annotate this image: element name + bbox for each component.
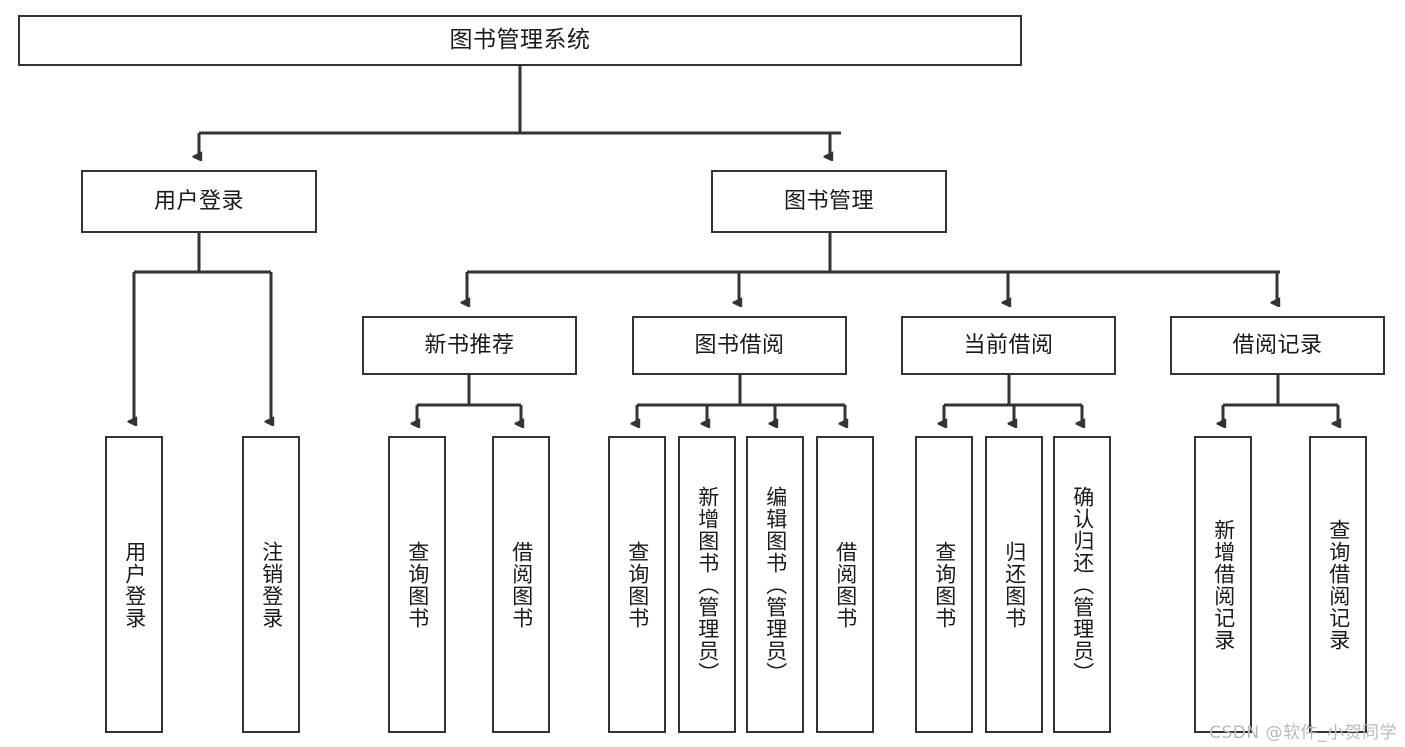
node-label: 图书管理系统 — [449, 26, 591, 53]
node-label: 新增借阅记录 — [1211, 518, 1236, 651]
node-label: 归还图书 — [1002, 540, 1027, 629]
node-label: 查询图书 — [405, 540, 430, 629]
node-book-management[interactable]: 图书管理 — [711, 170, 947, 233]
node-label: 查询图书 — [932, 540, 957, 629]
node-book-management-system[interactable]: 图书管理系统 — [18, 15, 1022, 66]
node-label: 新书推荐 — [424, 332, 515, 358]
node-label: 当前借阅 — [963, 332, 1054, 358]
node-label: 查询图书 — [625, 540, 650, 629]
node-label: 借阅记录 — [1232, 332, 1323, 358]
node-label: 图书借阅 — [694, 332, 785, 358]
node-label: 用户登录 — [122, 540, 147, 629]
node-label: 确认归还（管理员） — [1070, 485, 1095, 684]
node-leaf-query-book-1[interactable]: 查询图书 — [388, 436, 446, 733]
node-borrowing-record[interactable]: 借阅记录 — [1170, 316, 1385, 375]
watermark-text: CSDN @软件_小贺同学 — [1209, 723, 1397, 743]
node-leaf-query-book-3[interactable]: 查询图书 — [915, 436, 973, 733]
node-user-login[interactable]: 用户登录 — [81, 170, 317, 233]
node-leaf-return-book[interactable]: 归还图书 — [985, 436, 1043, 733]
node-current-borrowing[interactable]: 当前借阅 — [901, 316, 1116, 375]
node-label: 新增图书（管理员） — [695, 485, 720, 684]
node-leaf-add-record[interactable]: 新增借阅记录 — [1194, 436, 1252, 733]
node-label: 用户登录 — [153, 188, 244, 214]
node-label: 查询借阅记录 — [1326, 518, 1351, 651]
node-new-book-recommendation[interactable]: 新书推荐 — [362, 316, 577, 375]
node-leaf-logout[interactable]: 注销登录 — [242, 436, 300, 733]
node-label: 编辑图书（管理员） — [763, 485, 788, 684]
node-leaf-confirm-return[interactable]: 确认归还（管理员） — [1053, 436, 1111, 733]
node-leaf-edit-book[interactable]: 编辑图书（管理员） — [746, 436, 804, 733]
node-leaf-add-book[interactable]: 新增图书（管理员） — [678, 436, 736, 733]
node-leaf-query-record[interactable]: 查询借阅记录 — [1309, 436, 1367, 733]
node-label: 借阅图书 — [509, 540, 534, 629]
node-label: 注销登录 — [259, 540, 284, 629]
node-leaf-borrow-book-2[interactable]: 借阅图书 — [816, 436, 874, 733]
node-label: 借阅图书 — [833, 540, 858, 629]
node-label: 图书管理 — [783, 188, 874, 214]
node-book-borrowing[interactable]: 图书借阅 — [632, 316, 847, 375]
node-leaf-borrow-book-1[interactable]: 借阅图书 — [492, 436, 550, 733]
node-leaf-user-login[interactable]: 用户登录 — [105, 436, 163, 733]
node-leaf-query-book-2[interactable]: 查询图书 — [608, 436, 666, 733]
